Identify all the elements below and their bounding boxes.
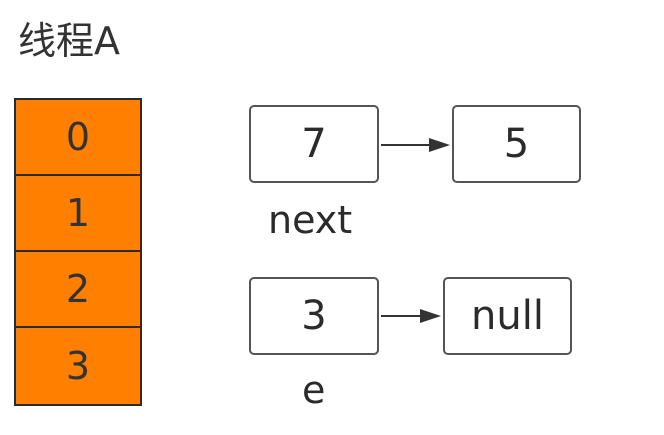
next-node-1: 7	[249, 105, 379, 183]
next-label: next	[268, 198, 353, 242]
e-pointer-arrow	[381, 309, 441, 323]
array-cell-3: 3	[16, 328, 140, 404]
diagram-title: 线程A	[18, 19, 120, 63]
array-cell-1: 1	[16, 176, 140, 252]
next-pointer-arrow	[381, 138, 450, 152]
e-label: e	[302, 368, 326, 412]
array-cell-2: 2	[16, 252, 140, 328]
bucket-array: 0 1 2 3	[14, 98, 142, 406]
e-node-1: 3	[249, 277, 379, 355]
e-node-2: null	[443, 277, 572, 355]
array-cell-0: 0	[16, 100, 140, 176]
next-node-2: 5	[452, 105, 581, 183]
